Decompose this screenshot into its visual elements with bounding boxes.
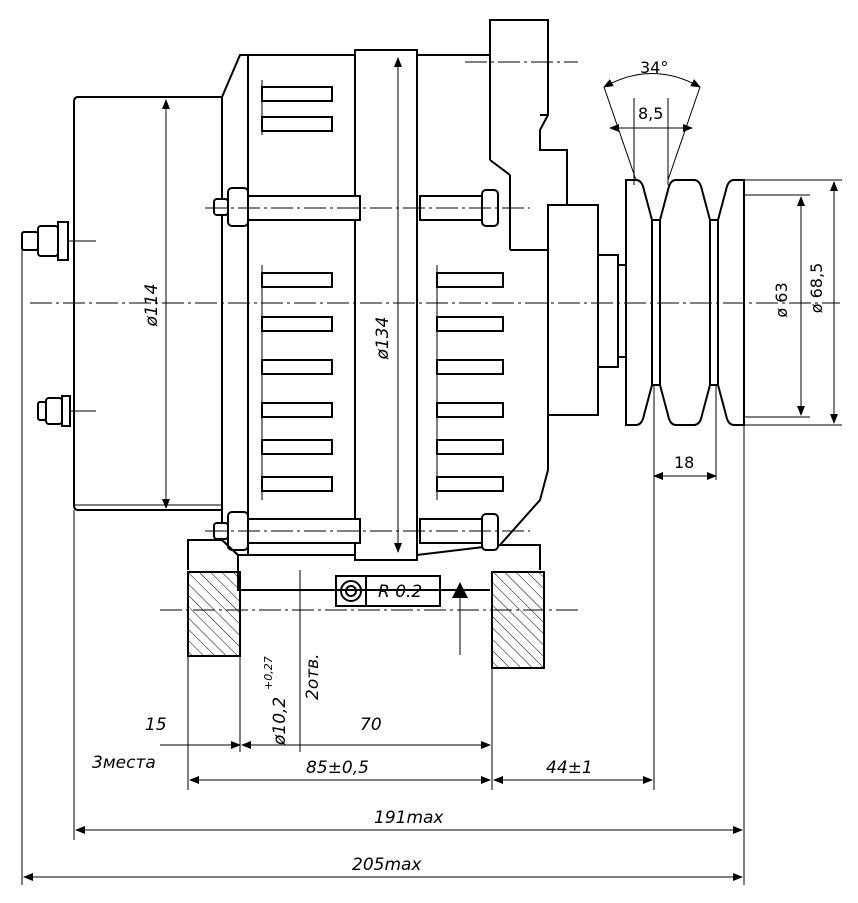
dim-44: 44±1 bbox=[546, 758, 593, 778]
shaft-hub bbox=[548, 204, 627, 416]
dim-3places: 3места bbox=[92, 753, 156, 773]
mounting-foot-right bbox=[491, 544, 545, 669]
dim-d68: ø 68,5 bbox=[807, 263, 826, 314]
mounting-foot-left bbox=[160, 539, 580, 657]
through-bolt-lower bbox=[205, 511, 530, 551]
dim-groove-width-label: 8,5 bbox=[638, 104, 663, 123]
dim-pulley-diameters bbox=[744, 179, 842, 426]
roughness-label: R 0.2 bbox=[378, 582, 422, 602]
dim-hole-count: 2отв. bbox=[303, 653, 323, 700]
dim-15: 15 bbox=[145, 715, 167, 735]
pulley bbox=[625, 179, 745, 426]
dim-205: 205max bbox=[352, 855, 422, 875]
dim-angle-label: 34° bbox=[640, 58, 668, 77]
dim-85: 85±0,5 bbox=[306, 758, 369, 778]
dim-d134: ø134 bbox=[373, 317, 393, 361]
roughness-frame bbox=[335, 575, 468, 655]
dim-hole-tol: +0,27 bbox=[262, 656, 275, 690]
dim-d63: ø 63 bbox=[772, 282, 791, 317]
dim-70: 70 bbox=[360, 715, 382, 735]
dim-groove-width bbox=[609, 98, 693, 185]
dim-hole: ø10,2 bbox=[270, 697, 290, 746]
stator bbox=[354, 49, 418, 561]
through-bolt-upper bbox=[205, 187, 530, 227]
rear-cover bbox=[73, 96, 223, 511]
dim-pitch-label: 18 bbox=[674, 453, 694, 472]
dim-191: 191max bbox=[374, 808, 444, 828]
dim-angle bbox=[603, 73, 701, 181]
extension-lines bbox=[21, 250, 745, 885]
terminal-stud-lower bbox=[37, 395, 96, 427]
dim-d114: ø114 bbox=[142, 284, 162, 328]
dim-pitch bbox=[653, 385, 717, 790]
terminal-stud-upper bbox=[21, 221, 96, 261]
front-shield bbox=[416, 19, 568, 557]
rear-cooling-slots bbox=[261, 80, 333, 500]
front-cooling-slots bbox=[436, 265, 504, 500]
